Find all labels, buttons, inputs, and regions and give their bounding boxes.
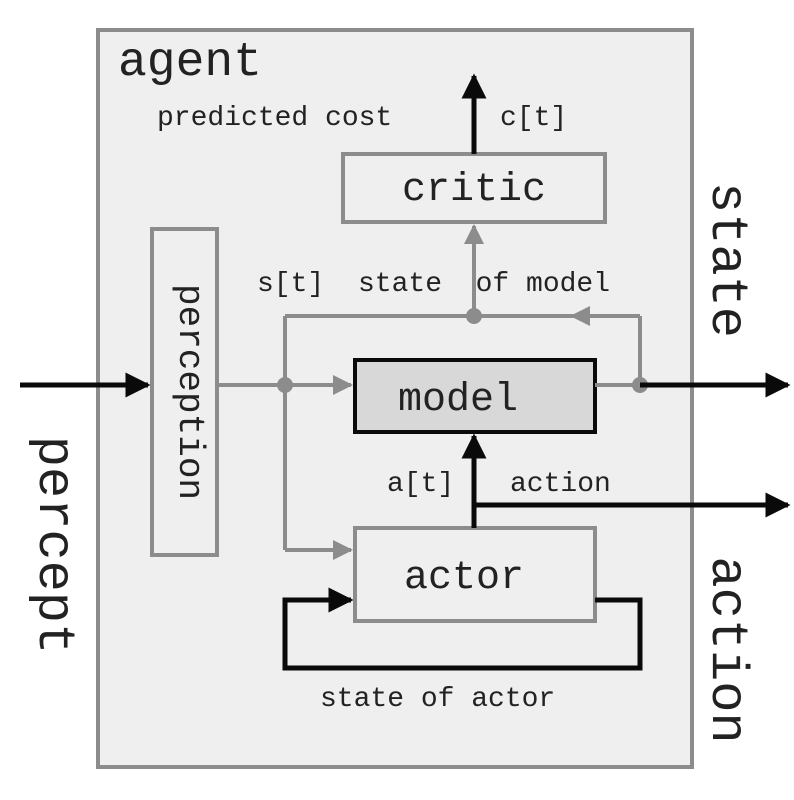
state-of-model-label: state of model: [358, 269, 610, 300]
percept-label: percept: [24, 436, 83, 654]
actor-box: [353, 526, 597, 623]
model-box: [353, 358, 597, 434]
action-word-label: action: [510, 469, 611, 500]
cost-symbol-label: c[t]: [500, 103, 567, 134]
model-label: model: [398, 378, 518, 423]
actor-state-loop: [282, 587, 643, 671]
action-external-label: action: [697, 556, 756, 743]
state-of-actor-label: state of actor: [320, 684, 555, 715]
agent-title: agent: [118, 36, 262, 90]
action-symbol-label: a[t]: [387, 469, 454, 500]
state-external-label: state: [697, 182, 756, 338]
critic-label: critic: [402, 168, 546, 213]
state-symbol-label: s[t]: [257, 269, 324, 300]
actor-label: actor: [404, 556, 524, 601]
predicted-cost-label: predicted cost: [157, 103, 392, 134]
perception-label: perception: [169, 284, 210, 500]
perception-box: [150, 227, 219, 557]
